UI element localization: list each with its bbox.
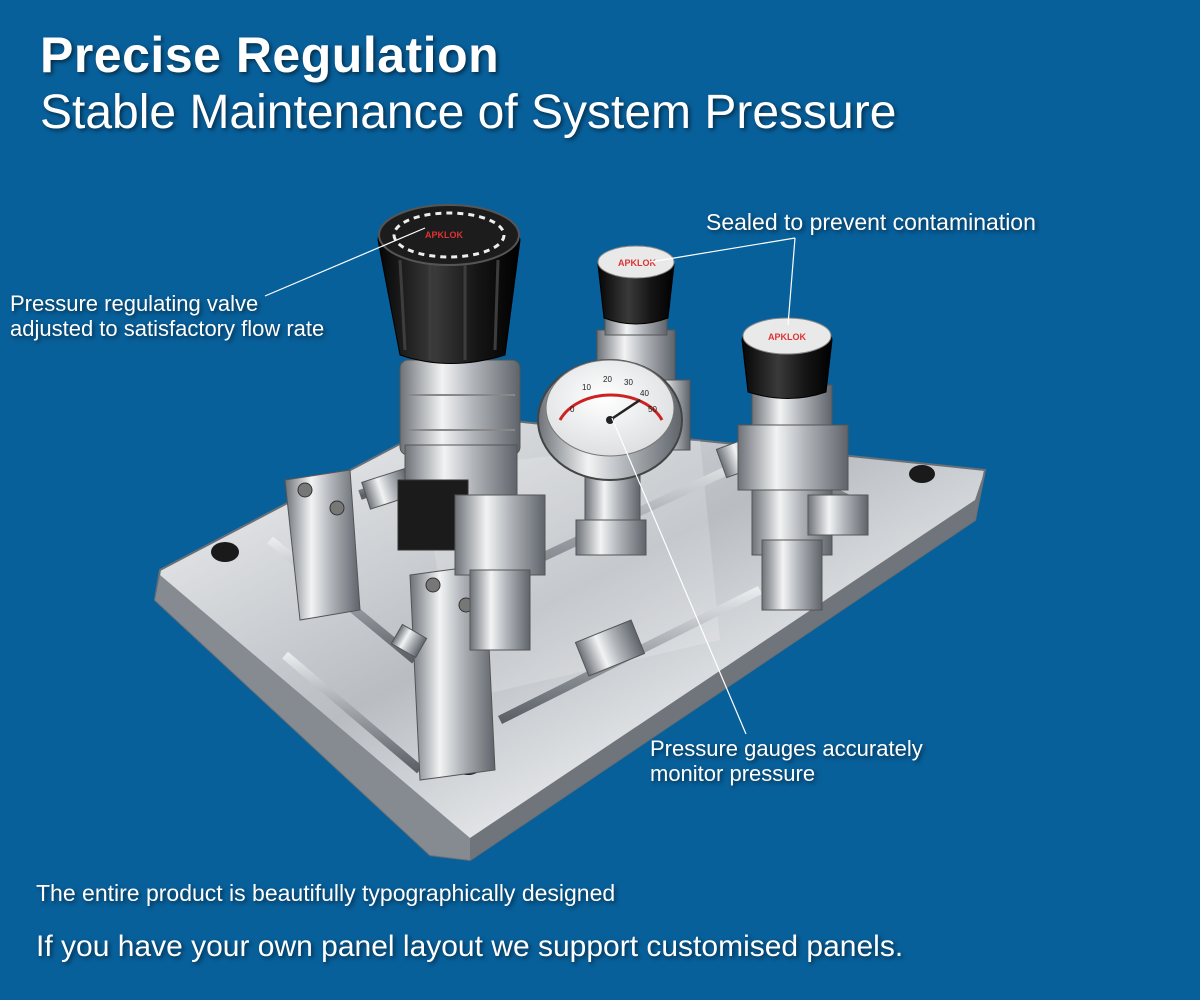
page-subtitle: Stable Maintenance of System Pressure <box>40 86 897 139</box>
footer-custom-note: If you have your own panel layout we sup… <box>36 930 904 963</box>
brand-label-rear: APKLOK <box>618 258 657 268</box>
gauge-tick-0: 0 <box>570 405 575 414</box>
gauge-tick-50: 50 <box>648 405 657 414</box>
callout-valve-line1: Pressure regulating valve <box>10 291 259 316</box>
gauge-tick-10: 10 <box>582 383 591 392</box>
brand-label-main: APKLOK <box>425 230 464 240</box>
brand-label-right: APKLOK <box>768 332 807 342</box>
callout-sealed: Sealed to prevent contamination <box>706 209 1036 235</box>
callout-pressure-gauges: Pressure gauges accurately monitor press… <box>650 736 923 786</box>
footer-design-note: The entire product is beautifully typogr… <box>36 880 616 906</box>
gauge-tick-20: 20 <box>603 375 612 384</box>
callout-gauges-line1: Pressure gauges accurately <box>650 736 923 761</box>
gauge-tick-30: 30 <box>624 378 633 387</box>
callout-regulating-valve: Pressure regulating valve adjusted to sa… <box>10 291 324 341</box>
regulator-body <box>397 359 546 651</box>
regulator-knob-icon: APKLOK <box>377 204 521 364</box>
right-valve-body <box>737 384 869 611</box>
base-plate <box>153 413 987 862</box>
callout-valve-line2: adjusted to satisfactory flow rate <box>10 316 325 341</box>
pressure-gauge: 0 10 20 30 40 50 <box>537 359 683 556</box>
page-title: Precise Regulation <box>40 27 500 83</box>
callout-leaders <box>264 227 796 735</box>
callout-gauges-line2: monitor pressure <box>650 761 816 786</box>
rear-valve-knob-icon: APKLOK <box>597 245 675 325</box>
gauge-tick-40: 40 <box>640 389 649 398</box>
right-valve-knob-icon: APKLOK <box>741 317 833 399</box>
